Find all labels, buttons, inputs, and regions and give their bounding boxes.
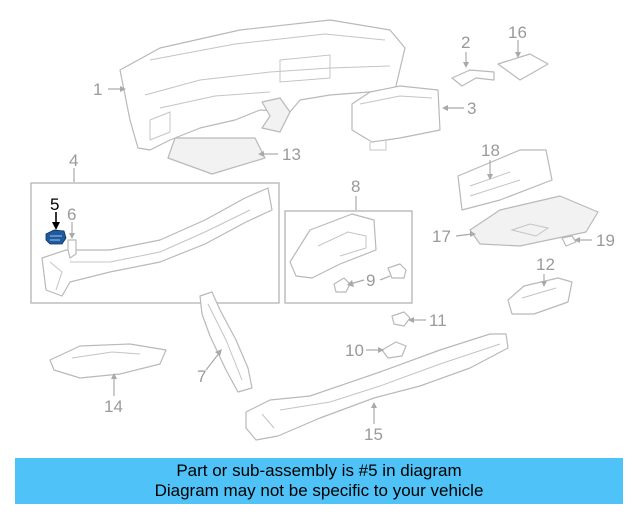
callout-11: 11: [429, 311, 447, 330]
callout-18: 18: [481, 141, 500, 160]
part-17-18-glove-box: [457, 149, 599, 247]
part-1-instrument-panel: [119, 19, 406, 175]
part-16-cover-plate: [497, 53, 549, 81]
callout-19: 19: [596, 231, 615, 250]
part-2-bracket: [451, 69, 495, 87]
part-7-side-trim: [199, 291, 253, 393]
callout-5: 5: [50, 195, 59, 214]
callout-16: 16: [508, 23, 527, 42]
part-4-frame: [30, 182, 280, 304]
callout-10: 10: [345, 341, 364, 360]
callout-4: 4: [69, 151, 78, 170]
banner-line-part-number: Part or sub-assembly is #5 in diagram: [176, 461, 462, 480]
part-9-bracket: [333, 263, 407, 293]
info-banner: Part or sub-assembly is #5 in diagram Di…: [15, 458, 623, 504]
callout-9: 9: [366, 271, 375, 290]
part-5-clip-highlighted: [45, 229, 67, 245]
callout-2: 2: [461, 33, 470, 52]
callout-7: 7: [197, 367, 206, 386]
callout-labels: 1 2 3 16 4 5 6 13 8 9 18 17 19 12 11 10 …: [50, 23, 615, 444]
callout-13: 13: [282, 145, 301, 164]
callout-14: 14: [104, 397, 123, 416]
callout-6: 6: [67, 205, 76, 224]
callout-15: 15: [364, 425, 383, 444]
leader-lines: [52, 40, 592, 424]
part-12-ash-tray: [507, 277, 573, 315]
part-3-cluster-bezel: [351, 85, 441, 151]
part-11-clip: [391, 311, 411, 327]
part-19-screw: [561, 235, 577, 247]
callout-3: 3: [467, 99, 476, 118]
callout-12: 12: [536, 255, 555, 274]
callout-17: 17: [432, 227, 451, 246]
callout-8: 8: [351, 177, 360, 196]
part-15-console: [245, 333, 509, 441]
part-14-lower-bracket: [49, 343, 167, 379]
part-6-fastener: [67, 239, 77, 259]
part-10-clip: [381, 341, 407, 359]
banner-line-disclaimer: Diagram may not be specific to your vehi…: [154, 481, 484, 500]
part-8-frame: [284, 210, 413, 304]
callout-1: 1: [93, 80, 102, 99]
